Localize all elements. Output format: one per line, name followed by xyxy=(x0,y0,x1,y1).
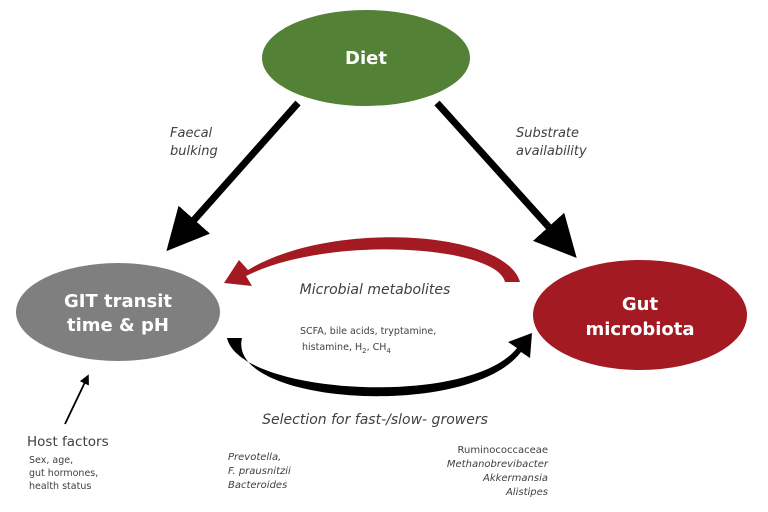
metabolites-list-line2: histamine, H2, CH4 xyxy=(302,342,391,355)
left-taxon: F. prausnitzii xyxy=(228,466,291,477)
diet-ellipse xyxy=(262,10,470,106)
arrow-host-to-git xyxy=(64,374,89,425)
host-factor-detail: health status xyxy=(29,481,91,492)
selection-title: Selection for fast-/slow- growers xyxy=(262,412,488,428)
git-label-line1: GIT transit xyxy=(64,291,172,312)
node-gut-microbiota: Gut microbiota xyxy=(533,260,747,370)
faecal-bulking-line1: Faecal xyxy=(170,126,213,141)
microbiota-label-line2: microbiota xyxy=(585,319,694,340)
arrow-metabolites-red xyxy=(224,237,520,286)
git-label-line2: time & pH xyxy=(67,315,169,336)
metabolites-list-line1: SCFA, bile acids, tryptamine, xyxy=(300,326,436,337)
node-git-transit: GIT transit time & pH xyxy=(16,263,220,361)
right-taxon: Alistipes xyxy=(505,487,548,498)
right-taxon: Ruminococcaceae xyxy=(458,445,548,456)
host-factor-detail: gut hormones, xyxy=(29,468,98,479)
diet-label: Diet xyxy=(345,48,387,69)
microbiota-ellipse xyxy=(533,260,747,370)
host-factor-detail: Sex, age, xyxy=(29,455,73,466)
substrate-availability-line2: availability xyxy=(516,144,587,159)
arrow-diet-to-git xyxy=(166,100,301,252)
microbial-metabolites-title: Microbial metabolites xyxy=(300,282,451,298)
right-taxa-list: Ruminococcaceae Methanobrevibacter Akker… xyxy=(447,445,549,498)
left-taxon: Prevotella, xyxy=(228,452,281,463)
right-taxon: Akkermansia xyxy=(482,473,548,484)
arrow-selection-black xyxy=(227,333,532,397)
node-diet: Diet xyxy=(262,10,470,106)
right-taxon: Methanobrevibacter xyxy=(447,459,549,470)
substrate-availability-line1: Substrate xyxy=(516,126,579,141)
faecal-bulking-line2: bulking xyxy=(170,144,218,159)
left-taxa-list: Prevotella, F. prausnitzii Bacteroides xyxy=(228,452,291,491)
host-factors-title: Host factors xyxy=(27,434,109,450)
microbiota-label-line1: Gut xyxy=(622,294,659,315)
left-taxon: Bacteroides xyxy=(228,480,287,491)
arrow-diet-to-microbiota xyxy=(434,100,577,258)
git-ellipse xyxy=(16,263,220,361)
